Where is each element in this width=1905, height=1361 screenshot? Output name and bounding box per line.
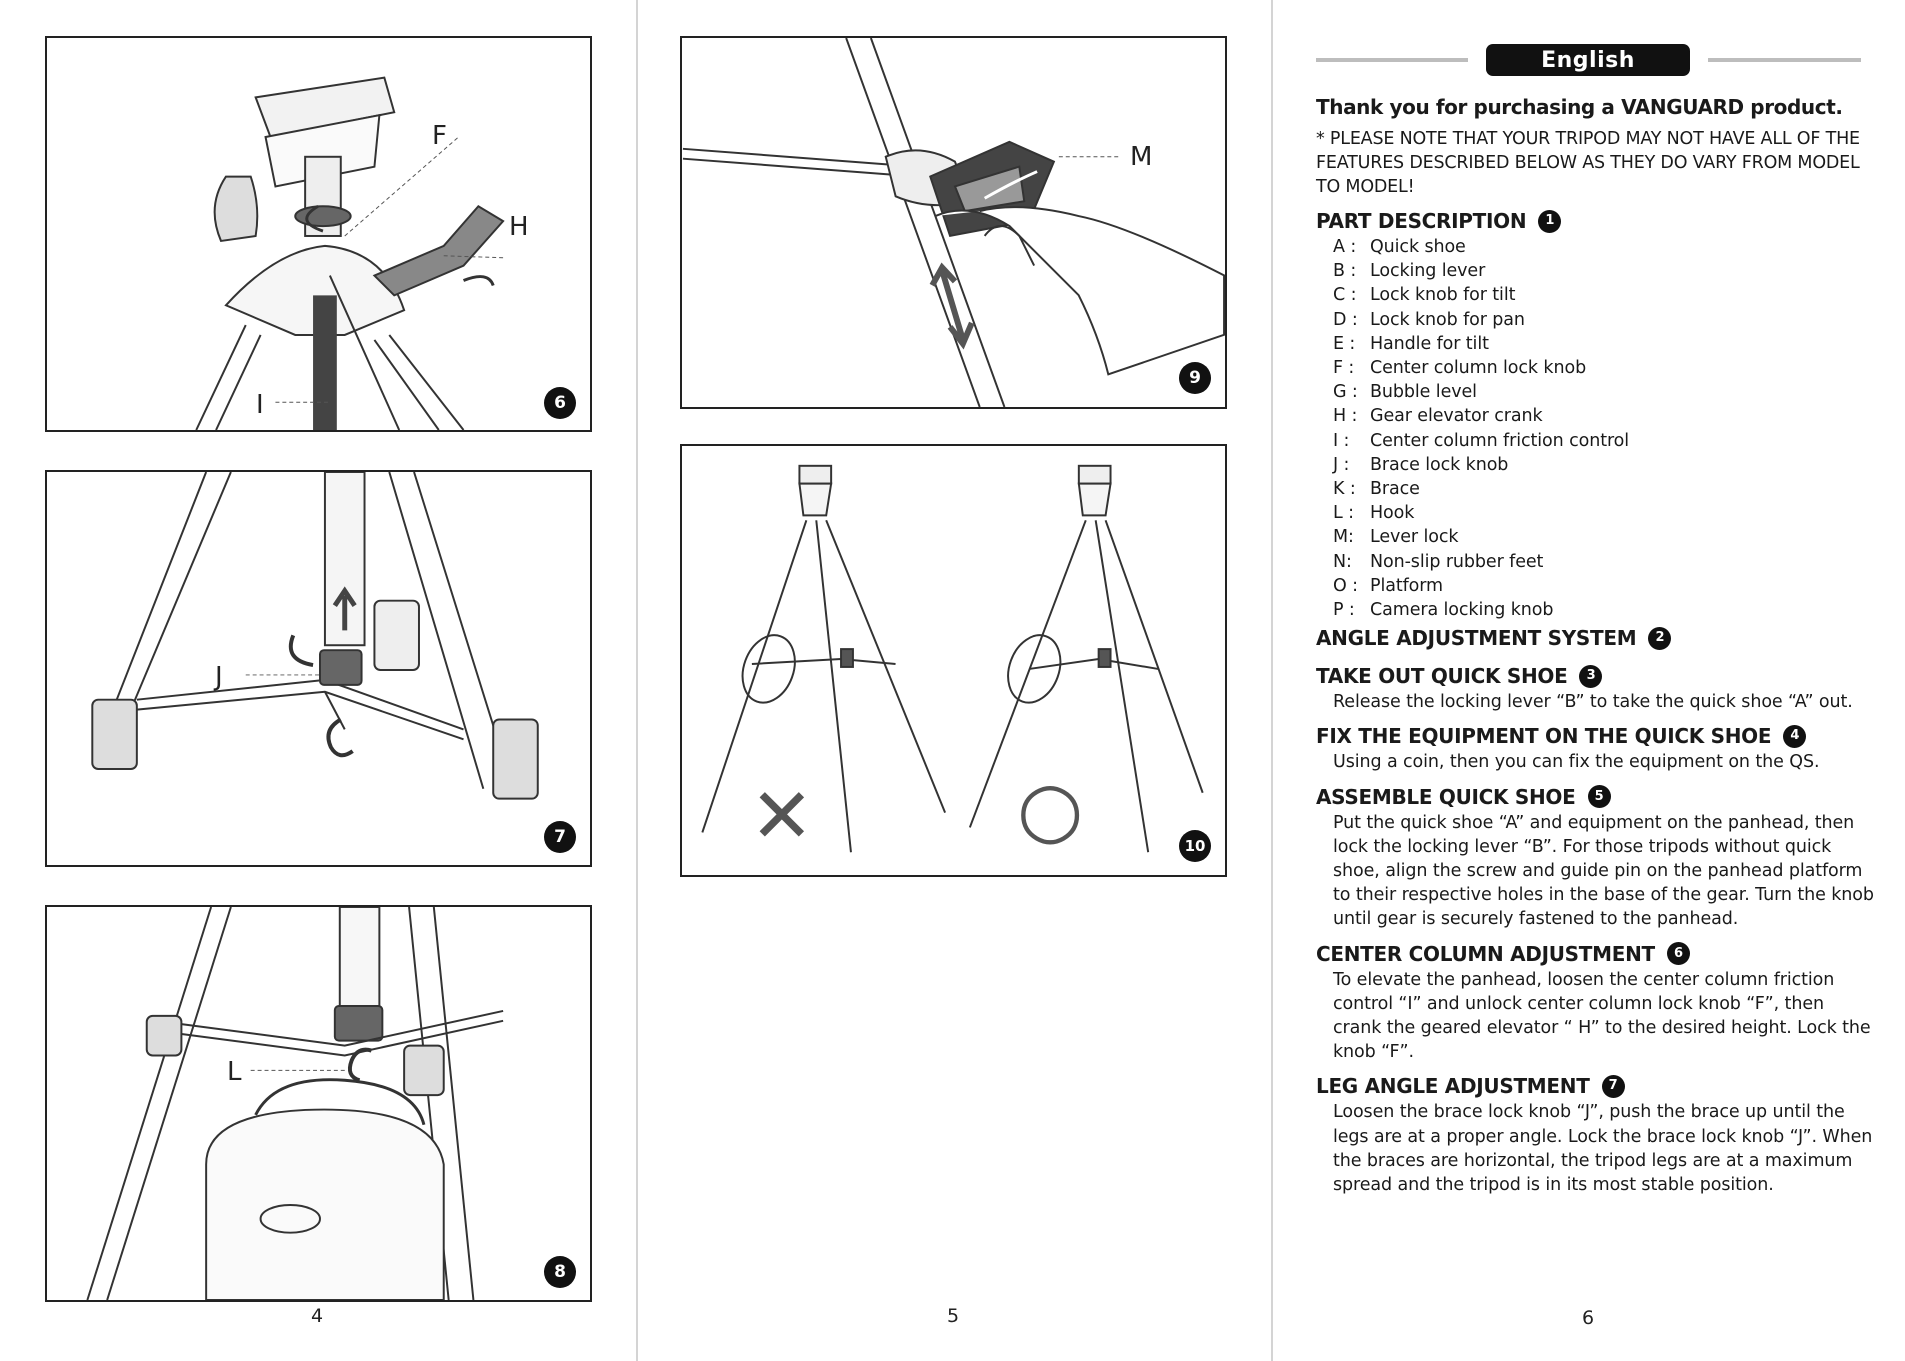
section-body: Release the locking lever “B” to take th… xyxy=(1333,692,1853,713)
header-rule-right xyxy=(1708,58,1861,62)
parts-list: A :Quick shoe B :Locking lever C :Lock k… xyxy=(1333,235,1876,622)
section-title: FIX THE EQUIPMENT ON THE QUICK SHOE xyxy=(1316,724,1772,749)
tripod-hook-illustration xyxy=(86,907,504,1300)
figure-number-badge: 10 xyxy=(1179,830,1211,862)
list-item: M:Lever lock xyxy=(1333,527,1459,548)
list-item: I :Center column friction control xyxy=(1333,430,1630,451)
list-item: N:Non-slip rubber feet xyxy=(1333,551,1544,572)
figure-ref-badge: 5 xyxy=(1587,785,1611,809)
figure-number-badge: 7 xyxy=(544,821,576,853)
list-item: A :Quick shoe xyxy=(1333,237,1466,257)
tripod-brace-illustration xyxy=(91,472,539,800)
section-body: To elevate the panhead, loosen the cente… xyxy=(1333,969,1871,1063)
callout-h: H xyxy=(509,212,529,242)
section-title: ASSEMBLE QUICK SHOE xyxy=(1316,784,1576,809)
figure-ref-badge: 6 xyxy=(1666,942,1690,966)
page-4: F H I 6 J xyxy=(0,0,636,1361)
language-header: English xyxy=(1316,44,1861,76)
section-body: Put the quick shoe “A” and equipment on … xyxy=(1333,812,1874,930)
list-item: F :Center column lock knob xyxy=(1333,358,1587,379)
section-body: Using a coin, then you can fix the equip… xyxy=(1333,752,1820,773)
figure-number-badge: 6 xyxy=(544,387,576,419)
section-body: Loosen the brace lock knob “J”, push the… xyxy=(1333,1102,1873,1196)
tripod-leg-lock-illustration xyxy=(682,38,1225,407)
figure-number-badge: 9 xyxy=(1179,362,1211,394)
section-assemble-quick-shoe: ASSEMBLE QUICK SHOE 5 xyxy=(1316,783,1876,811)
list-item: B :Locking lever xyxy=(1333,261,1486,282)
figure-7-brace: J 7 xyxy=(45,470,592,867)
list-item: H :Gear elevator crank xyxy=(1333,406,1543,427)
list-item: C :Lock knob for tilt xyxy=(1333,285,1516,306)
figure-9-lever-lock: M 9 xyxy=(680,36,1227,409)
tripod-comparison-illustration xyxy=(701,464,1204,853)
section-take-out-quick-shoe: TAKE OUT QUICK SHOE 3 xyxy=(1316,662,1876,690)
section-title: LEG ANGLE ADJUSTMENT xyxy=(1316,1074,1590,1099)
callout-f: F xyxy=(432,121,447,151)
list-item: D :Lock knob for pan xyxy=(1333,309,1525,330)
figure-ref-badge: 4 xyxy=(1783,724,1807,748)
page-divider xyxy=(1271,0,1273,1361)
callout-m: M xyxy=(1130,142,1153,172)
section-title: PART DESCRIPTION xyxy=(1316,209,1527,233)
section-part-description: PART DESCRIPTION 1 xyxy=(1316,207,1876,235)
tripod-head-illustration xyxy=(195,76,505,430)
figure-10-correct-vs-wrong: ✕ ○ 10 xyxy=(680,444,1227,877)
wrong-mark: ✕ xyxy=(750,771,814,860)
section-title: TAKE OUT QUICK SHOE xyxy=(1316,664,1568,689)
page-number: 6 xyxy=(1582,1307,1595,1329)
list-item: L :Hook xyxy=(1333,503,1415,524)
page-number: 4 xyxy=(311,1305,324,1327)
instructions-column: Thank you for purchasing a VANGUARD prod… xyxy=(1316,93,1876,1197)
list-item: K :Brace xyxy=(1333,479,1420,500)
figure-6-center-column: F H I 6 xyxy=(45,36,592,432)
section-center-column: CENTER COLUMN ADJUSTMENT 6 xyxy=(1316,940,1876,968)
section-angle-adjustment: ANGLE ADJUSTMENT SYSTEM 2 xyxy=(1316,624,1876,652)
figure-ref-badge: 1 xyxy=(1538,209,1562,233)
callout-l: L xyxy=(227,1057,242,1087)
page-5: M 9 xyxy=(636,0,1271,1361)
callout-j: J xyxy=(215,662,223,692)
figure-number-badge: 8 xyxy=(544,1256,576,1288)
model-note: * PLEASE NOTE THAT YOUR TRIPOD MAY NOT H… xyxy=(1316,129,1860,197)
list-item: O :Platform xyxy=(1333,575,1444,596)
figure-ref-badge: 3 xyxy=(1579,664,1603,688)
figure-ref-badge: 7 xyxy=(1601,1074,1625,1098)
list-item: J :Brace lock knob xyxy=(1333,454,1509,475)
figure-ref-badge: 2 xyxy=(1648,626,1672,650)
list-item: P :Camera locking knob xyxy=(1333,600,1554,621)
language-label: English xyxy=(1486,44,1690,76)
thanks-heading: Thank you for purchasing a VANGUARD prod… xyxy=(1316,95,1843,119)
section-title: ANGLE ADJUSTMENT SYSTEM xyxy=(1316,626,1637,651)
section-leg-angle: LEG ANGLE ADJUSTMENT 7 xyxy=(1316,1072,1876,1100)
list-item: E :Handle for tilt xyxy=(1333,333,1489,354)
list-item: G :Bubble level xyxy=(1333,382,1477,403)
correct-mark: ○ xyxy=(1017,764,1084,853)
page-6: English Thank you for purchasing a VANGU… xyxy=(1271,0,1905,1361)
page-number: 5 xyxy=(947,1305,960,1327)
callout-i: I xyxy=(256,390,264,420)
figure-8-hook: L 8 xyxy=(45,905,592,1302)
page-divider xyxy=(636,0,638,1361)
section-title: CENTER COLUMN ADJUSTMENT xyxy=(1316,941,1655,966)
section-fix-equipment: FIX THE EQUIPMENT ON THE QUICK SHOE 4 xyxy=(1316,722,1876,750)
header-rule-left xyxy=(1316,58,1468,62)
